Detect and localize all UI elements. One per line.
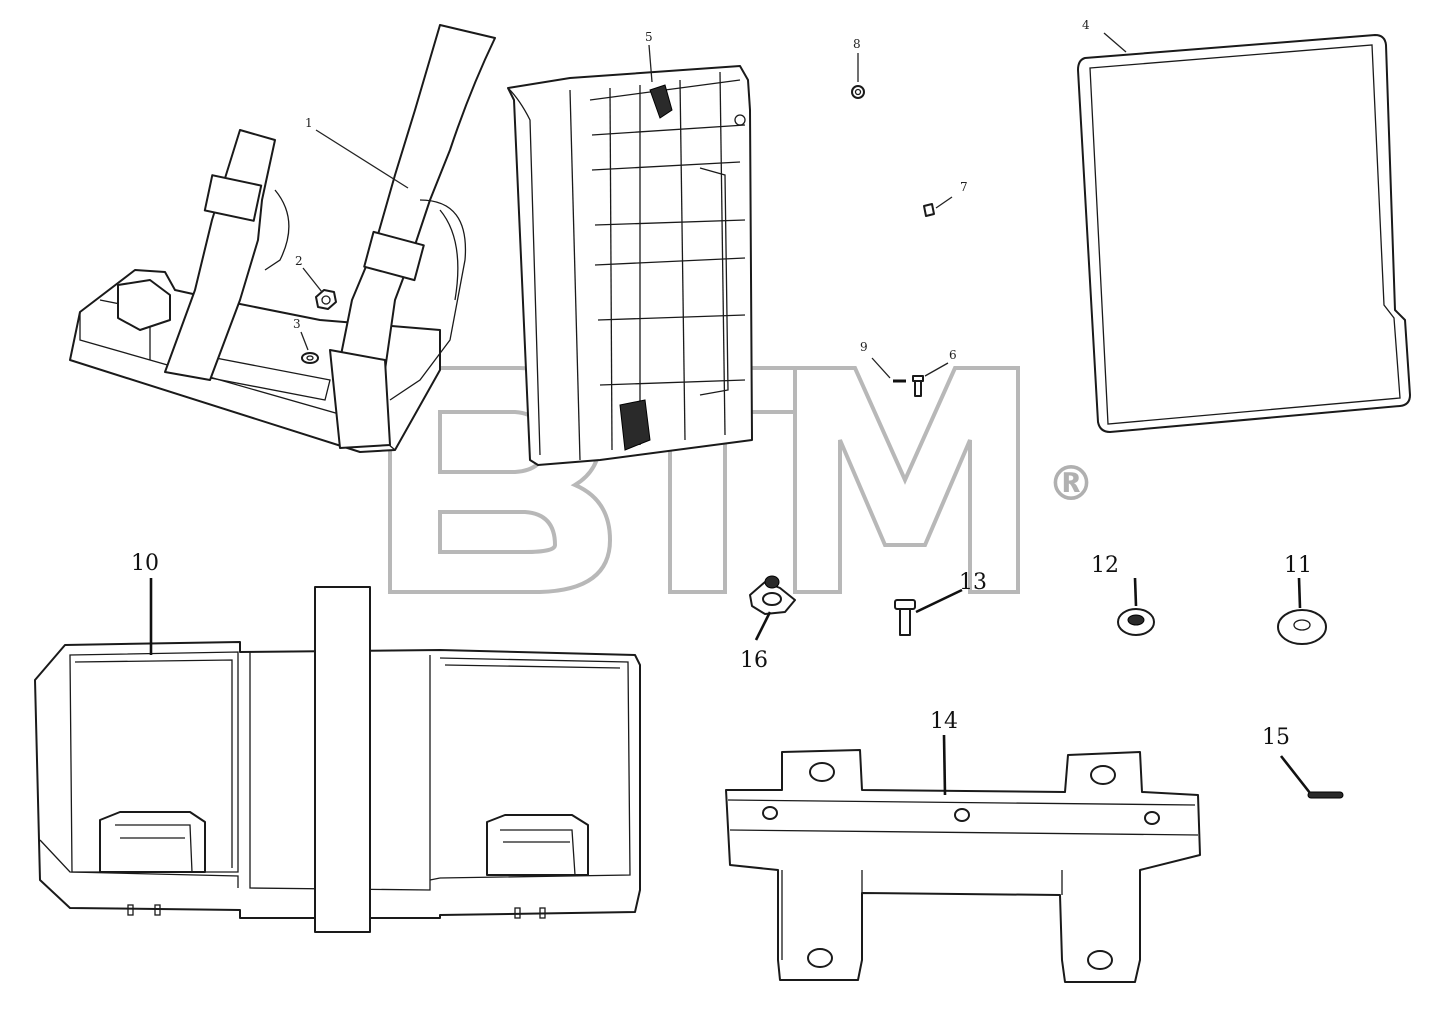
label-9: 9 <box>860 340 868 354</box>
label-13: 13 <box>959 570 987 595</box>
part-8-washer <box>851 85 865 99</box>
label-14: 14 <box>930 709 958 734</box>
label-4: 4 <box>1082 18 1090 32</box>
part-6-screw <box>912 375 924 397</box>
part-5-grille-cover <box>507 65 753 466</box>
label-2: 2 <box>295 254 303 268</box>
label-1: 1 <box>305 116 313 130</box>
part-7-nut <box>923 203 935 217</box>
part-1-strap-holder <box>69 24 496 453</box>
label-7: 7 <box>960 180 968 194</box>
part-16-flange-nut <box>749 575 796 615</box>
part-2-nut <box>315 289 337 310</box>
part-14-bracket <box>725 749 1201 983</box>
label-12: 12 <box>1091 553 1119 578</box>
label-6: 6 <box>949 348 957 362</box>
label-8: 8 <box>853 37 861 51</box>
label-3: 3 <box>293 317 301 331</box>
label-16: 16 <box>740 648 768 673</box>
leader-lines <box>149 32 1312 796</box>
part-11-flat-washer <box>1277 609 1327 645</box>
part-13-bolt <box>894 599 916 636</box>
part-15-pin <box>1307 791 1344 799</box>
part-labels: 1 2 3 4 5 6 7 8 9 10 11 12 13 14 15 16 <box>131 18 1312 750</box>
label-11: 11 <box>1284 553 1312 578</box>
part-12-washer <box>1117 608 1155 636</box>
part-4-cover-sheet <box>1077 34 1411 433</box>
label-10: 10 <box>131 551 159 576</box>
label-15: 15 <box>1262 725 1290 750</box>
part-3-washer <box>301 352 319 364</box>
label-5: 5 <box>645 30 653 44</box>
watermark-registered: ® <box>1047 456 1095 512</box>
part-10-battery-tray <box>34 586 641 933</box>
